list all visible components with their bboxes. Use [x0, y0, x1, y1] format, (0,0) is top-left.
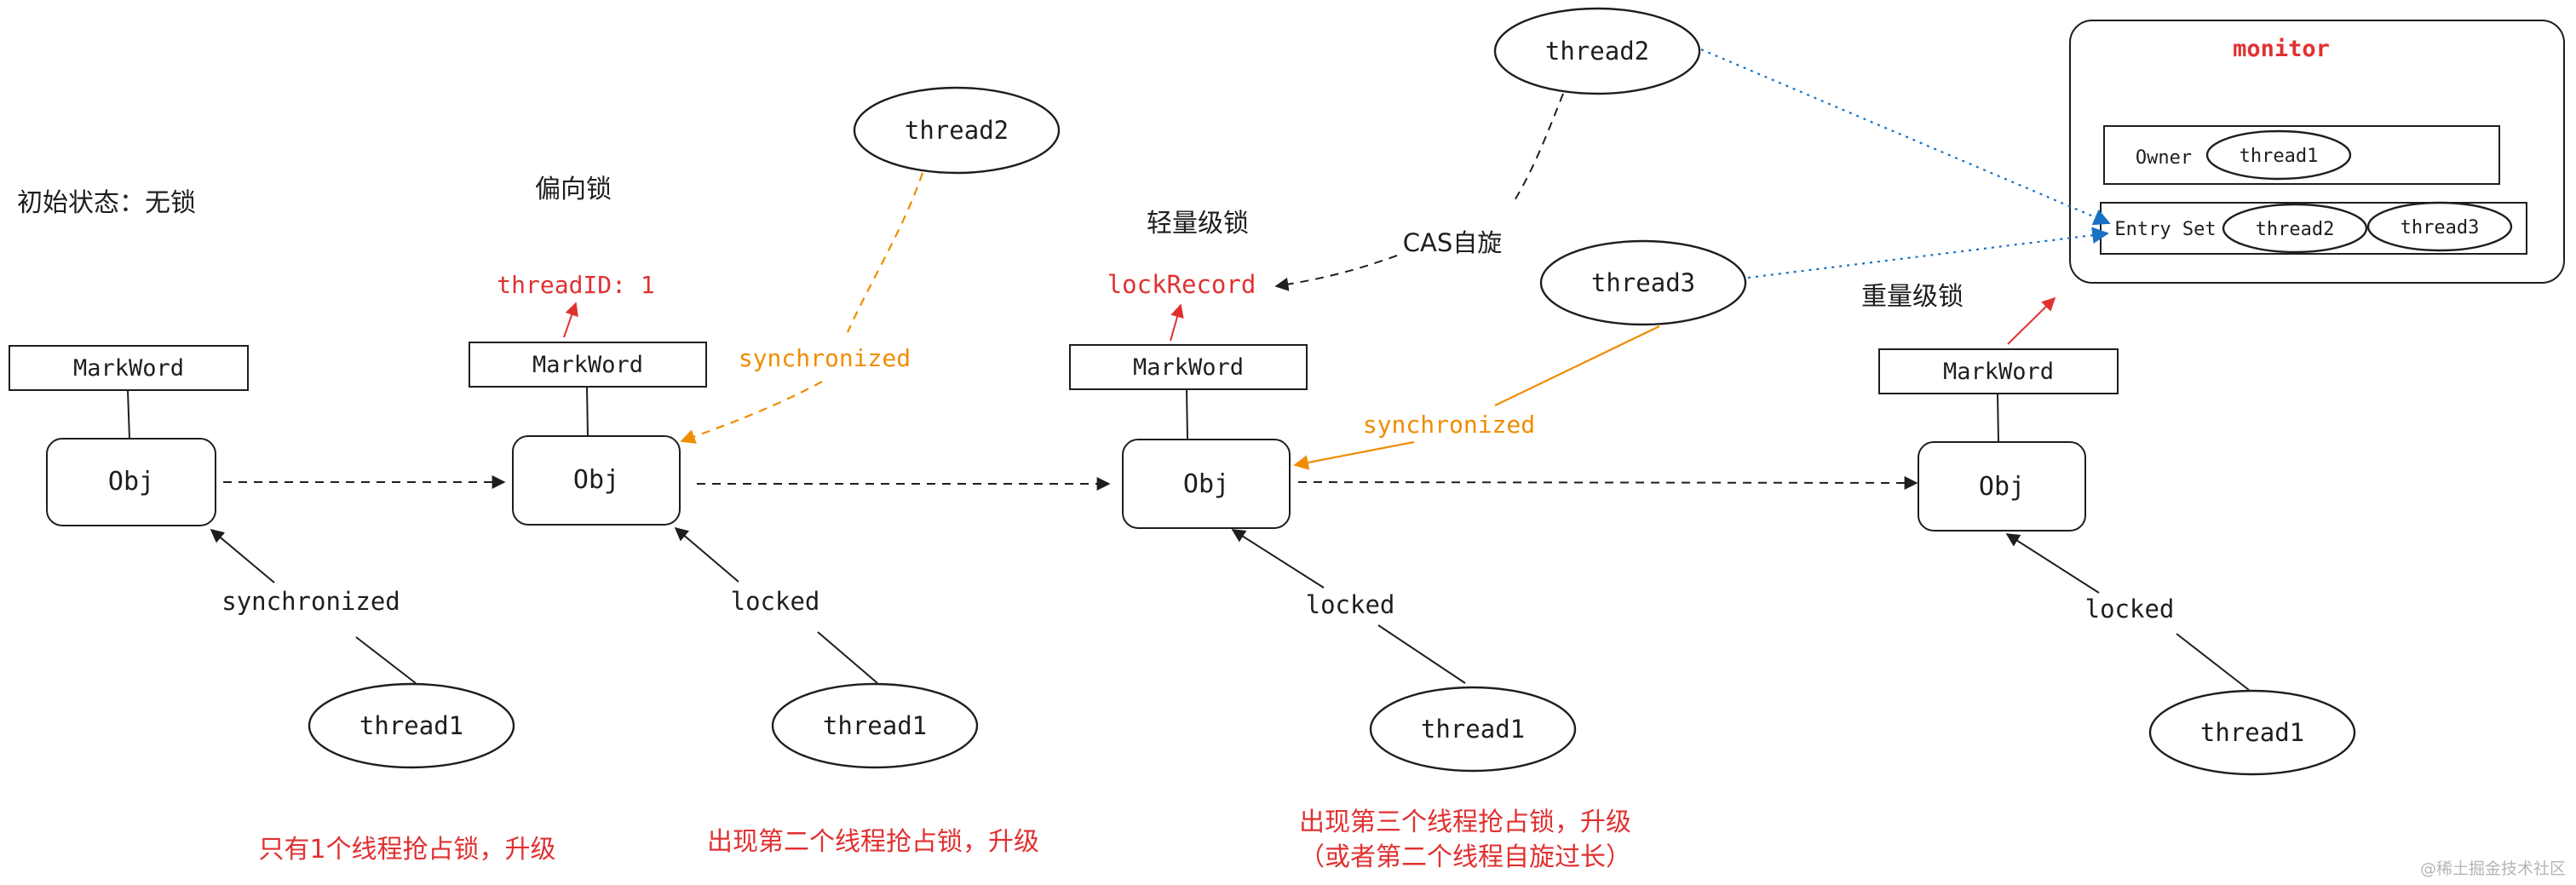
obj-box-lightweight	[1122, 439, 1291, 529]
obj-box-initial	[46, 438, 216, 526]
obj-label-heavyweight: Obj	[1979, 472, 2025, 502]
entry-thread2-label: thread2	[2256, 219, 2335, 240]
thread2-label-biased: thread2	[905, 116, 1009, 145]
thread1-node-biased	[771, 682, 979, 769]
markword-label-biased: MarkWord	[532, 352, 643, 378]
markword-connector-biased	[586, 386, 589, 437]
stage-lightweight-title: 轻量级锁	[1147, 209, 1249, 238]
edge-label-initial: synchronized	[221, 587, 400, 616]
markword-monitor-arrow	[2007, 296, 2056, 345]
thread3-node-lightweight	[1539, 239, 1747, 326]
owner-thread-node	[2205, 129, 2352, 181]
markword-box-initial	[9, 345, 249, 391]
monitor-title: monitor	[2233, 36, 2330, 62]
owner-label: Owner	[2136, 147, 2192, 169]
caption-initial: 只有1个线程抢占锁，升级	[258, 835, 555, 865]
stage-biased: 偏向锁 threadID: 1 MarkWord Obj locked thre…	[469, 86, 1061, 857]
markword-value-lightweight: lockRecord	[1107, 270, 1256, 299]
entry-set-label: Entry Set	[2114, 219, 2216, 240]
edge-label-biased: locked	[731, 587, 820, 616]
caption-lightweight-line2: （或者第二个线程自旋过长）	[1299, 842, 1631, 872]
stage-initial: 初始状态：无锁 MarkWord Obj synchronized thread…	[9, 188, 556, 865]
obj-label-biased: Obj	[573, 465, 619, 495]
edge-lightweight-upper	[1231, 529, 1325, 589]
thread3-to-entry-set-arrow	[1747, 227, 2109, 279]
synchronized-path-lower-biased	[680, 381, 823, 444]
edge-initial-upper	[210, 528, 275, 583]
monitor: monitor Owner thread1 Entry Set thread2 …	[2069, 20, 2565, 284]
transition-arrow-3	[1297, 475, 1918, 490]
markword-label-lightweight: MarkWord	[1133, 354, 1244, 381]
caption-biased: 出现第二个线程抢占锁，升级	[707, 827, 1039, 857]
markword-box-heavyweight	[1878, 348, 2119, 394]
thread1-node-heavyweight	[2148, 689, 2356, 776]
synchronized-path-upper-lightweight	[1494, 325, 1660, 406]
edge-biased-upper	[674, 526, 739, 583]
obj-box-biased	[512, 435, 681, 526]
markword-connector-initial	[127, 389, 130, 440]
markword-box-biased	[469, 342, 707, 388]
cas-path-lower	[1274, 255, 1398, 291]
edge-heavyweight-upper	[2005, 533, 2100, 594]
thread1-label-heavyweight: thread1	[2200, 718, 2304, 747]
entry-thread3-label: thread3	[2401, 217, 2480, 238]
edge-label-thread3-lightweight: synchronized	[1363, 411, 1535, 439]
thread3-label-lightweight: thread3	[1591, 268, 1695, 297]
thread1-node-initial	[308, 682, 515, 769]
edge-lightweight-lower	[1377, 624, 1466, 684]
edge-label-thread2-biased: synchronized	[739, 344, 911, 372]
markword-value-arrow-lightweight	[1170, 303, 1184, 342]
thread2-node-biased	[853, 86, 1061, 175]
entry-thread2-node	[2222, 203, 2368, 254]
stage-initial-title: 初始状态：无锁	[17, 188, 196, 218]
synchronized-path-lower-lightweight	[1293, 440, 1415, 470]
stage-lightweight: 轻量级锁 lockRecord MarkWord Obj locked thre…	[1069, 7, 1747, 872]
markword-box-lightweight	[1069, 344, 1308, 390]
synchronized-path-upper-biased	[846, 172, 924, 333]
edge-biased-lower	[817, 631, 878, 684]
owner-thread-label: thread1	[2240, 146, 2319, 167]
thread1-label-biased: thread1	[823, 711, 927, 740]
obj-label-initial: Obj	[108, 467, 154, 497]
watermark: @稀土掘金技术社区	[2420, 859, 2566, 878]
thread2-node-spin	[1493, 7, 1701, 95]
thread1-node-lightweight	[1369, 686, 1577, 773]
stage-heavyweight: 重量级锁 MarkWord Obj locked thread1	[1861, 282, 2356, 776]
thread2-label-spin: thread2	[1545, 37, 1649, 66]
thread1-label-initial: thread1	[359, 711, 463, 740]
caption-lightweight-line1: 出现第三个线程抢占锁，升级	[1299, 807, 1631, 837]
markword-label-heavyweight: MarkWord	[1943, 359, 2054, 385]
stage-heavyweight-title: 重量级锁	[1861, 282, 1964, 312]
thread1-label-lightweight: thread1	[1421, 715, 1525, 744]
edge-label-lightweight: locked	[1306, 590, 1395, 619]
markword-value-arrow-biased	[563, 302, 578, 338]
markword-value-biased: threadID: 1	[497, 271, 654, 299]
entry-thread3-node	[2366, 201, 2513, 252]
obj-box-heavyweight	[1918, 441, 2086, 532]
edge-label-heavyweight: locked	[2085, 595, 2175, 624]
edge-heavyweight-lower	[2176, 633, 2250, 691]
obj-label-lightweight: Obj	[1183, 469, 1229, 499]
stage-biased-title: 偏向锁	[535, 175, 612, 204]
edge-initial-lower	[355, 636, 417, 684]
cas-label: CAS自旋	[1403, 228, 1503, 257]
cas-path-upper	[1511, 93, 1564, 205]
markword-label-initial: MarkWord	[73, 355, 184, 382]
thread2-to-entry-set-arrow	[1700, 48, 2111, 226]
